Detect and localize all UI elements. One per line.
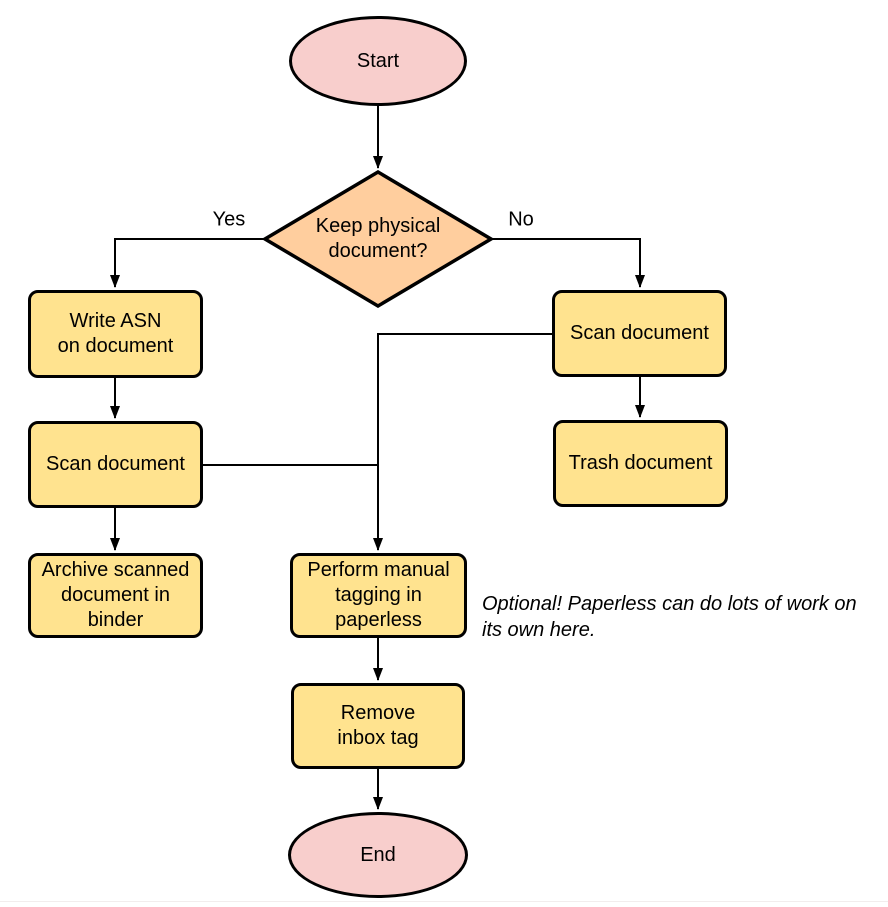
node-archive-binder-label: Archive scanned document in binder	[41, 559, 190, 631]
bottom-divider	[0, 901, 888, 902]
edge-decision-no-to-scan-right	[491, 238, 645, 288]
note-optional-paperless: Optional! Paperless can do lots of work …	[482, 593, 857, 641]
node-decision: Keep physical document?	[261, 169, 495, 309]
node-trash-document-label: Trash document	[568, 452, 713, 474]
node-write-asn: Write ASN on document	[28, 290, 203, 378]
node-write-asn-label: Write ASN on document	[57, 310, 174, 357]
node-end-label: End	[360, 843, 396, 866]
edge-scan-right-to-tagging	[373, 333, 552, 551]
node-scan-document-left: Scan document	[28, 421, 203, 508]
node-start-label: Start	[356, 49, 400, 72]
node-remove-inbox-tag-label: Remove inbox tag	[337, 702, 419, 749]
node-scan-document-right-label: Scan document	[570, 322, 709, 344]
node-scan-document-right: Scan document	[552, 290, 727, 377]
node-start: Start	[289, 16, 467, 106]
node-manual-tagging-label: Perform manual tagging in paperless	[307, 559, 450, 631]
edge-label-no: No	[506, 208, 536, 232]
node-scan-document-left-label: Scan document	[46, 453, 185, 475]
edge-label-yes: Yes	[210, 208, 248, 232]
node-manual-tagging: Perform manual tagging in paperless	[290, 553, 467, 638]
node-archive-binder: Archive scanned document in binder	[28, 553, 203, 638]
node-decision-label: Keep physical document?	[315, 215, 441, 262]
decision-diamond-shape	[261, 169, 495, 309]
node-remove-inbox-tag: Remove inbox tag	[291, 683, 465, 769]
node-end: End	[288, 812, 468, 898]
node-trash-document: Trash document	[553, 420, 728, 507]
edge-decision-yes-to-write-asn	[110, 238, 265, 288]
